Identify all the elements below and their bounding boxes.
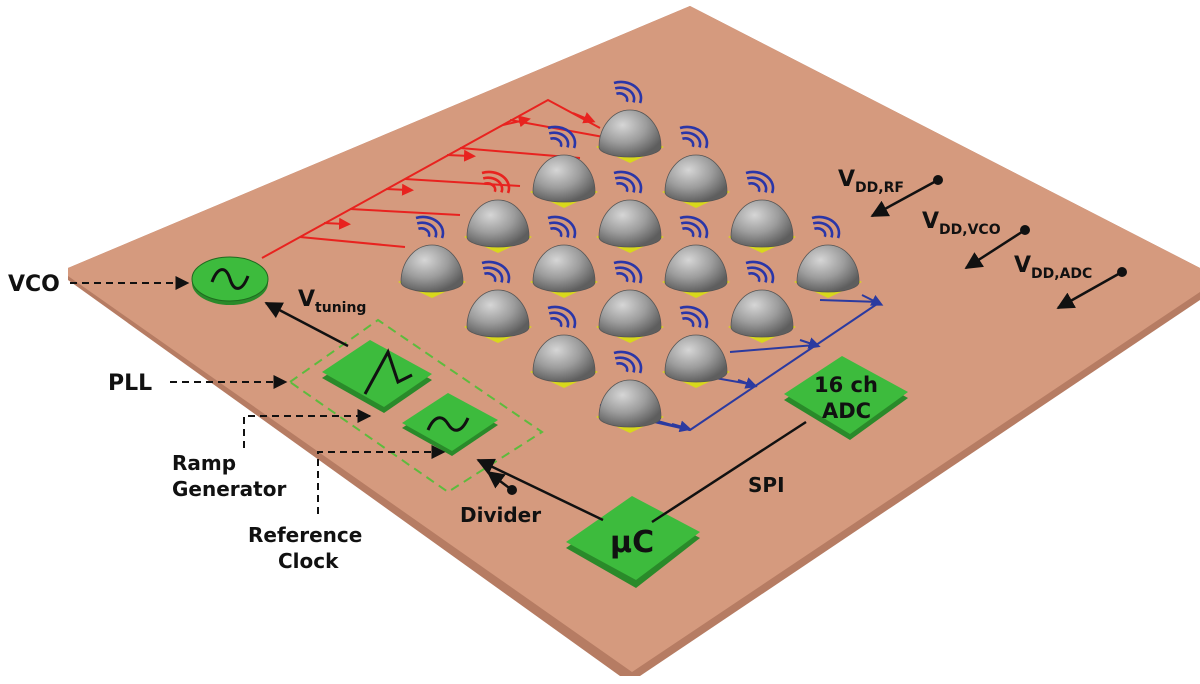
radiation-wave-icon	[484, 182, 497, 193]
radiation-wave-icon	[482, 266, 504, 283]
vco-block[interactable]	[191, 256, 269, 305]
terminal-dots	[507, 175, 1127, 495]
radiation-wave-icon	[682, 227, 695, 238]
sine-icon	[426, 416, 470, 432]
pll-label: PLL	[108, 371, 152, 396]
antenna-element	[464, 170, 532, 253]
antenna-element	[530, 305, 598, 388]
radiation-wave-icon	[616, 362, 629, 373]
radiation-wave-icon	[481, 170, 511, 194]
antenna-element	[530, 125, 598, 208]
radiation-wave-icon	[418, 227, 431, 238]
radiation-wave-icon	[416, 221, 438, 238]
radiation-wave-icon	[547, 215, 577, 239]
antenna-element	[596, 260, 664, 343]
antenna-element	[398, 215, 466, 298]
ramp-icon	[363, 348, 413, 395]
ramp-generator-label-line2: Generator	[172, 477, 286, 501]
radiation-wave-icon	[550, 317, 563, 328]
antenna-element	[728, 170, 796, 253]
radiation-wave-icon	[746, 266, 768, 283]
rf-feed-network	[261, 98, 621, 259]
spi-label: SPI	[748, 473, 785, 497]
reference-clock-label-line2: Clock	[278, 549, 339, 573]
radiation-wave-icon	[616, 92, 629, 103]
antenna-element	[464, 260, 532, 343]
radiation-wave-icon	[548, 311, 570, 328]
antenna-element	[662, 125, 730, 208]
leader-lines	[70, 276, 446, 514]
radiation-wave-icon	[682, 137, 695, 148]
antenna-element	[596, 80, 664, 163]
divider-label: Divider	[460, 503, 541, 527]
adc-block[interactable]	[784, 356, 908, 440]
radiation-wave-icon	[679, 125, 709, 149]
radiation-wave-icon	[682, 317, 695, 328]
antenna-element	[728, 260, 796, 343]
antenna-element	[662, 215, 730, 298]
radiation-wave-icon	[614, 176, 636, 193]
radiation-wave-icon	[616, 272, 629, 283]
radiation-wave-icon	[613, 260, 643, 284]
radiation-wave-icon	[812, 221, 834, 238]
reference-clock-block[interactable]	[402, 393, 498, 456]
radiation-wave-icon	[679, 215, 709, 239]
microcontroller-label: µC	[610, 525, 654, 560]
radiation-wave-icon	[415, 215, 445, 239]
vco-label: VCO	[8, 272, 60, 297]
radiation-wave-icon	[550, 137, 563, 148]
ramp-generator-block[interactable]	[322, 340, 432, 413]
radiation-wave-icon	[548, 221, 570, 238]
antenna-element	[596, 350, 664, 433]
antenna-element	[794, 215, 862, 298]
antenna-element	[662, 305, 730, 388]
radiation-wave-icon	[481, 260, 511, 284]
radiation-wave-icon	[614, 266, 636, 283]
radiation-wave-icon	[547, 125, 577, 149]
vdd-vco-label: VDD,VCO	[922, 209, 1001, 238]
vtuning-label: Vtuning	[298, 287, 366, 316]
sine-icon	[210, 268, 250, 290]
radiation-wave-icon	[745, 260, 775, 284]
radiation-wave-icon	[550, 227, 563, 238]
radiation-wave-icon	[680, 221, 702, 238]
adc-label-line1: 16 ch	[814, 373, 878, 397]
radiation-wave-icon	[613, 350, 643, 374]
radiation-wave-icon	[616, 182, 629, 193]
radiation-wave-icon	[748, 182, 761, 193]
microcontroller-block[interactable]	[566, 496, 700, 588]
pll-region	[288, 318, 544, 494]
radiation-wave-icon	[484, 272, 497, 283]
radiation-wave-icon	[614, 356, 636, 373]
radiation-wave-icon	[482, 176, 504, 193]
radiation-wave-icon	[547, 305, 577, 329]
radiation-wave-icon	[613, 80, 643, 104]
antenna-element	[530, 215, 598, 298]
radiation-wave-icon	[748, 272, 761, 283]
antenna-element	[596, 170, 664, 253]
signal-lines	[264, 178, 1123, 524]
radiation-wave-icon	[811, 215, 841, 239]
radiation-wave-icon	[814, 227, 827, 238]
vdd-adc-label: VDD,ADC	[1014, 253, 1092, 282]
radiation-wave-icon	[614, 86, 636, 103]
radiation-wave-icon	[679, 305, 709, 329]
radiation-wave-icon	[613, 170, 643, 194]
ramp-generator-label-line1: Ramp	[172, 451, 236, 475]
antenna-array	[398, 80, 862, 433]
vdd-rf-label: VDD,RF	[838, 167, 904, 196]
radiation-wave-icon	[680, 131, 702, 148]
radiation-wave-icon	[680, 311, 702, 328]
radiation-wave-icon	[746, 176, 768, 193]
adc-label-line2: ADC	[822, 399, 871, 423]
radiation-wave-icon	[548, 131, 570, 148]
radiation-wave-icon	[745, 170, 775, 194]
reference-clock-label-line1: Reference	[248, 523, 362, 547]
